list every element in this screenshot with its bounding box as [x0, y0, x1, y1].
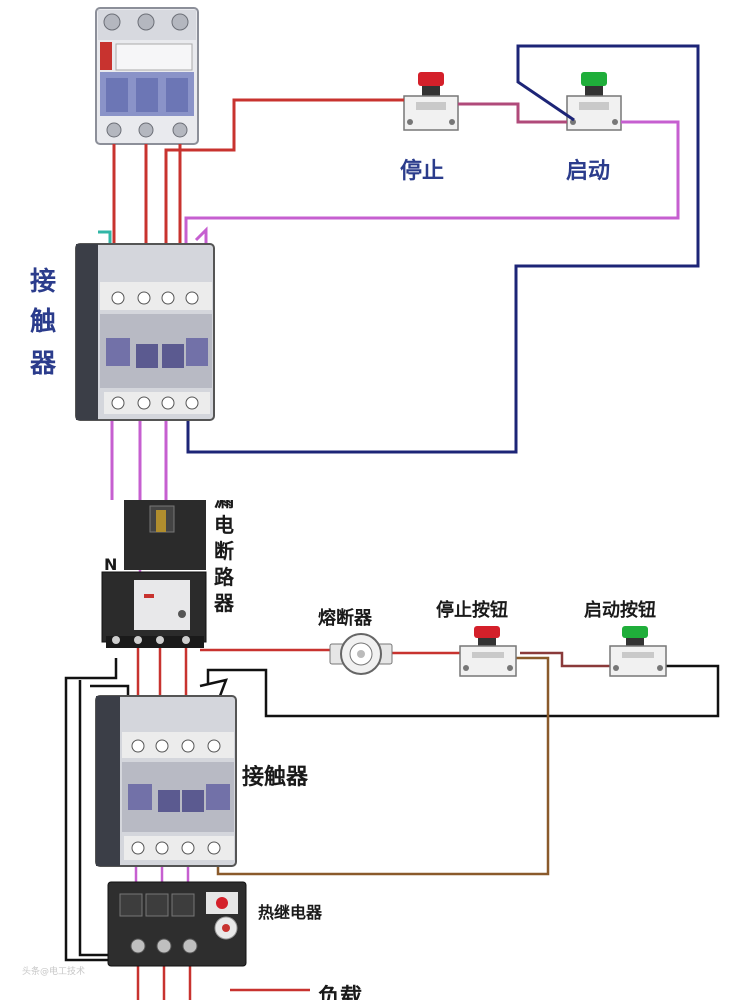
start-button-label: 启动按钮 [584, 599, 656, 621]
contactor-top [75, 243, 215, 421]
breaker-label-char-2: 电 [214, 513, 234, 537]
contactor-label-top-char-3: 器 [29, 349, 57, 379]
start-label-top: 启动 [566, 158, 610, 184]
breaker-label-char-4: 路 [214, 565, 235, 589]
stop-button-top [403, 72, 459, 131]
breaker-label-char-1: 漏 [214, 500, 234, 511]
stop-label-top: 停止 [400, 158, 444, 184]
breaker-label-char-5: 器 [213, 591, 235, 615]
watermark: 头条@电工技术 [22, 967, 86, 977]
top-wiring-diagram: 停止 启动 接 触 器 [29, 7, 700, 500]
bottom-wiring-diagram: 漏 电 断 路 器 N 熔断器 停止按钮 启动按钮 接触器 热继电器 负载 [0, 500, 750, 1000]
stop-button-label: 停止按钮 [436, 599, 508, 621]
fuse-label: 熔断器 [318, 607, 373, 629]
leakage-breaker [101, 500, 207, 648]
thermal-relay-label: 热继电器 [258, 903, 323, 922]
stop-button-bottom [459, 626, 517, 677]
circuit-breaker-top [95, 7, 199, 145]
fuse [329, 633, 393, 675]
wires-bottom [64, 500, 720, 1000]
contactor-bottom [95, 695, 237, 867]
contactor-label-bottom: 接触器 [242, 764, 309, 790]
neutral-label: N [104, 555, 117, 574]
breaker-label-char-3: 断 [214, 539, 234, 563]
contactor-label-top-char-1: 接 [30, 267, 56, 297]
start-button-top [566, 72, 622, 131]
thermal-relay [107, 881, 247, 967]
start-button-bottom [609, 626, 667, 677]
contactor-label-top-char-2: 触 [30, 307, 56, 337]
load-label: 负载 [318, 984, 362, 1000]
